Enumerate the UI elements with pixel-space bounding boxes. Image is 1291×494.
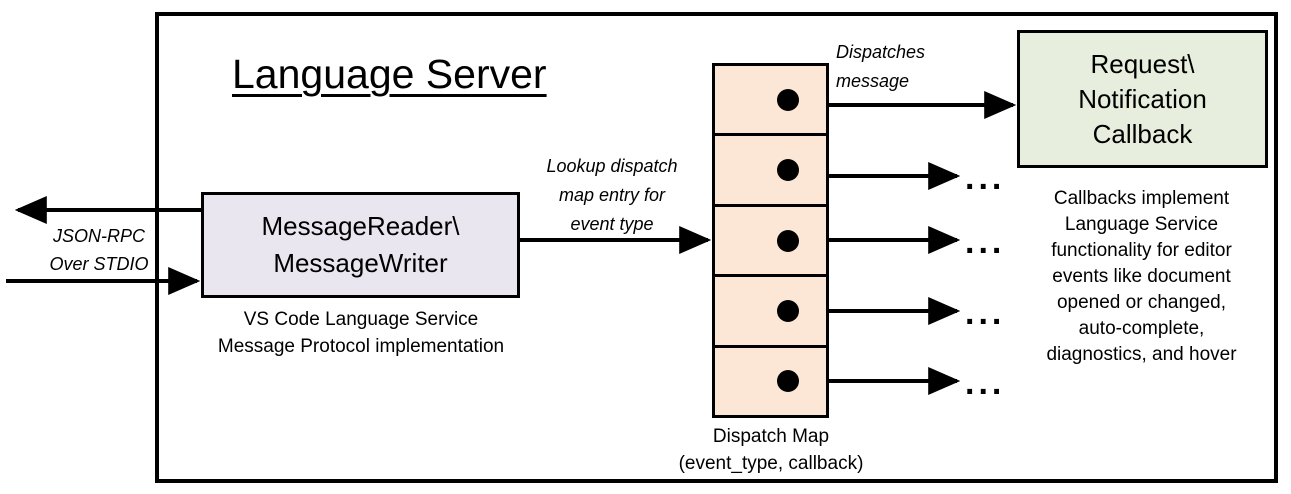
request-notification-callback-label: Request\ Notification Callback — [1078, 48, 1207, 149]
ellipsis-row-4: ... — [965, 294, 1006, 332]
message-reader-writer-box[interactable]: MessageReader\ MessageWriter — [201, 192, 520, 298]
message-reader-writer-label: MessageReader\ MessageWriter — [261, 211, 460, 278]
transport-label: JSON-RPC Over STDIO — [49, 226, 149, 274]
callback-caption: Callbacks implement Language Service fun… — [1046, 188, 1237, 365]
language-server-frame — [155, 12, 1278, 483]
callback-pointer-dot — [777, 88, 799, 111]
dispatch-map-row[interactable] — [715, 207, 826, 278]
page-title: Language Server — [232, 51, 547, 97]
ellipsis-row-5: ... — [965, 364, 1006, 402]
dispatch-map-row[interactable] — [715, 66, 826, 137]
callback-pointer-dot — [777, 229, 799, 252]
callback-pointer-dot — [777, 159, 799, 182]
ellipsis-row-3: ... — [965, 223, 1006, 261]
dispatch-map-row[interactable] — [715, 136, 826, 207]
dispatch-map-table[interactable] — [712, 63, 829, 418]
message-reader-writer-caption: VS Code Language Service Message Protoco… — [217, 309, 505, 357]
dispatch-map-caption: Dispatch Map (event_type, callback) — [678, 426, 864, 474]
ellipsis-row-2: ... — [965, 159, 1006, 197]
dispatch-map-row[interactable] — [715, 348, 826, 415]
dispatches-message-label: Dispatches message — [836, 42, 926, 91]
dispatch-map-row[interactable] — [715, 277, 826, 348]
request-notification-callback-box[interactable]: Request\ Notification Callback — [1017, 30, 1268, 168]
callback-pointer-dot — [777, 370, 799, 393]
callback-pointer-dot — [777, 299, 799, 322]
lookup-dispatch-label: Lookup dispatch map entry for event type — [546, 156, 678, 234]
